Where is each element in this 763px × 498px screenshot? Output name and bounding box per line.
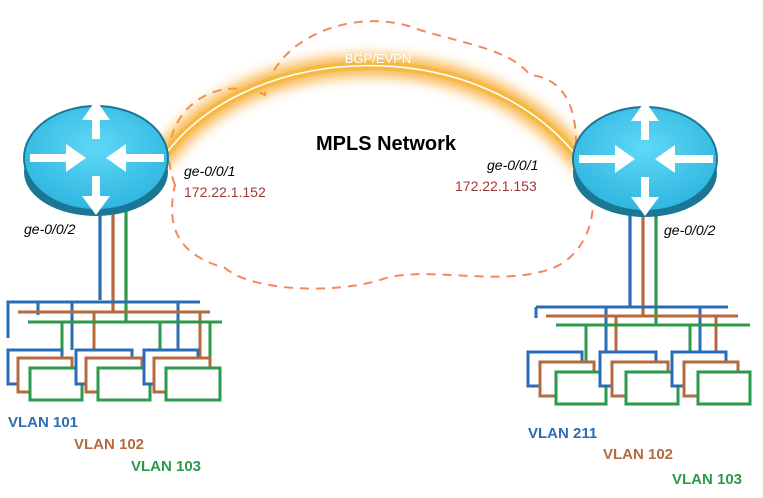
left-switch-stack-2 bbox=[74, 348, 152, 402]
left-vlan-label-1: VLAN 101 bbox=[8, 414, 78, 431]
left-switch-stack-3 bbox=[142, 348, 222, 402]
left-uplink-ip: 172.22.1.152 bbox=[184, 184, 266, 200]
right-vlan-label-2: VLAN 102 bbox=[603, 446, 673, 463]
left-uplink-port: ge-0/0/1 bbox=[184, 163, 235, 179]
right-access-port: ge-0/0/2 bbox=[664, 222, 716, 238]
diagram-title: MPLS Network bbox=[316, 133, 457, 155]
left-vlan-label-3: VLAN 103 bbox=[131, 458, 201, 475]
right-switch-stack-2 bbox=[598, 350, 680, 406]
right-vlan-label-3: VLAN 103 bbox=[672, 471, 742, 488]
right-uplink-ip: 172.22.1.153 bbox=[455, 178, 537, 194]
left-access-port: ge-0/0/2 bbox=[24, 221, 76, 237]
right-trunk-lines bbox=[628, 205, 658, 325]
left-switch-stack-1 bbox=[6, 348, 84, 402]
left-trunk-lines bbox=[98, 205, 128, 322]
router-arrows-icon bbox=[30, 100, 164, 215]
left-router bbox=[23, 100, 169, 216]
right-switch-stack-3 bbox=[670, 350, 752, 406]
right-vlan-label-1: VLAN 211 bbox=[528, 425, 597, 442]
left-vlan-label-2: VLAN 102 bbox=[74, 436, 144, 453]
right-uplink-port: ge-0/0/1 bbox=[487, 157, 538, 173]
right-router bbox=[572, 101, 718, 217]
bgp-evpn-link bbox=[164, 64, 581, 161]
right-switch-stack-1 bbox=[526, 350, 608, 406]
router-arrows-icon bbox=[579, 101, 713, 216]
bgp-evpn-label: BGP/EVPN bbox=[345, 51, 411, 66]
